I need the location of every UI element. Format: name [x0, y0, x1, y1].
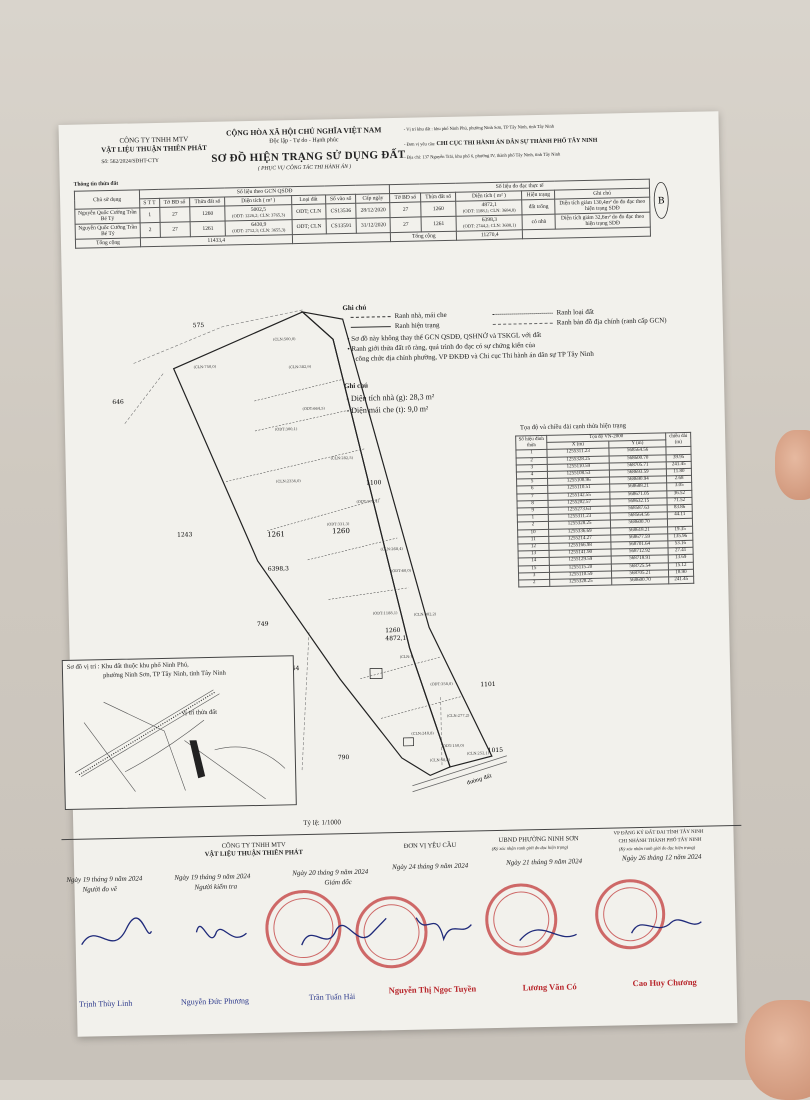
house-outline [369, 667, 383, 679]
document-sheet: CÔNG TY TNHH MTV VẬT LIỆU THUẬN THIÊN PH… [58, 111, 742, 1037]
svg-text:(ODT:664,5): (ODT:664,5) [302, 406, 325, 410]
national-motto: Độc lập - Tự do - Hạnh phúc [269, 137, 339, 145]
vp-title1: VP ĐĂNG KÝ ĐẤT ĐAI TỈNH TÂY NINH [613, 829, 704, 837]
svg-text:(CLN:750,0): (CLN:750,0) [194, 365, 217, 369]
name-director: Trần Tuấn Hải [308, 991, 356, 1002]
svg-text:(CLN:248,8): (CLN:248,8) [411, 731, 434, 735]
date-ubnd: Ngày 21 tháng 9 năm 2024 [505, 857, 583, 867]
neighbor-1243: 1243 [177, 531, 193, 538]
svg-text:(CLN:58,8): (CLN:58,8) [430, 758, 451, 762]
document-number: Số: 562/2024/SĐHT-CTY [101, 157, 160, 166]
coordinate-table: Số hiệu đỉnh thửa Tọa độ VN-2000 chiều d… [515, 432, 694, 588]
neighbor-790: 790 [338, 754, 350, 761]
neighbor-1015: 1015 [488, 747, 504, 754]
svg-text:(ODT:1188,1): (ODT:1188,1) [373, 611, 398, 616]
signature-company-line2: VẬT LIỆU THUẬN THIÊN PHÁT [204, 849, 304, 859]
signature-1-icon [81, 917, 153, 946]
svg-text:(ODT:331,3): (ODT:331,3) [327, 522, 350, 526]
neighbor-1100: 1100 [366, 479, 382, 486]
legend-landtype: Ranh loại đất [556, 307, 594, 317]
requester-name: CHI CỤC THI HÀNH ÁN DÂN SỰ THÀNH PHỐ TÂY… [436, 137, 598, 148]
parcel-1260-area-value: 4872,1 [385, 635, 406, 642]
svg-text:(ODT:358,0): (ODT:358,0) [430, 682, 453, 686]
road-line [412, 755, 507, 787]
company-name-line2: VẬT LIỆU THUẬN THIÊN PHÁT [101, 143, 208, 155]
col-length: chiều dài (m) [665, 432, 691, 448]
location-marker-label: vị trí thửa đất [181, 708, 218, 717]
parcel-1260-number: 1260 [332, 527, 350, 535]
role-surveyor: Người đo vẽ [82, 884, 118, 894]
signature-5-icon [519, 929, 577, 941]
handwritten-signatures [81, 917, 702, 946]
requester-label: - Đơn vị yêu cầu: [403, 141, 436, 147]
vp-title2: CHI NHÁNH THÀNH PHỐ TÂY NINH [618, 837, 702, 845]
hand-right-top [775, 430, 810, 500]
requester-line: - Đơn vị yêu cầu: CHI CỤC THI HÀNH ÁN DÂ… [404, 138, 597, 148]
parcel-info-table: Chủ sử dụng Số liệu theo GCN QSDĐ Số liệ… [74, 179, 651, 249]
coord-table-title: Tọa độ và chiều dài cạnh thửa hiện trạng [519, 422, 627, 432]
page-subtitle: ( PHỤC VỤ CÔNG TÁC THI HÀNH ÁN ) [257, 163, 352, 172]
page-title: SƠ ĐỒ HIỆN TRẠNG SỬ DỤNG ĐẤT [211, 148, 406, 165]
svg-text:(CLN:268,4): (CLN:268,4) [380, 547, 403, 551]
location-sketch-desc: phường Ninh Sơn, TP Tây Ninh, tỉnh Tây N… [102, 669, 226, 680]
ubnd-title: UBND PHƯỜNG NINH SƠN [498, 835, 579, 844]
signature-2-icon [195, 925, 247, 939]
svg-text:(ODT:300,1): (ODT:300,1) [275, 427, 298, 431]
svg-text:(CLN:252,1): (CLN:252,1) [467, 751, 490, 755]
svg-text:(CLN:2334,0): (CLN:2334,0) [276, 479, 301, 484]
road-label: đường đất [466, 772, 493, 786]
name-surveyor: Trịnh Thùy Linh [78, 998, 133, 1009]
requester-address: - Địa chỉ: 137 Nguyễn Trãi, khu phố 6, p… [404, 151, 561, 160]
name-ubnd: Lương Văn Có [522, 981, 577, 993]
svg-text:(ODT:972,4): (ODT:972,4) [356, 499, 379, 503]
parcel-1261-number: 1261 [267, 530, 285, 538]
svg-text:(ODT:60,0): (ODT:60,0) [391, 569, 412, 573]
signature-4-icon [415, 917, 472, 942]
col-stt: S T T [139, 198, 160, 208]
cadastral-map: đường đất 1261 6398,3 1260 1260 4872,1 5… [112, 309, 508, 793]
role-checker: Người kiểm tra [194, 882, 238, 892]
date-surveyor: Ngày 19 tháng 9 năm 2024 [66, 874, 143, 885]
svg-text:(CLN:282,5): (CLN:282,5) [331, 456, 354, 460]
north-arrow-icon: B [652, 180, 671, 220]
signature-3-icon [301, 917, 387, 946]
parcel-1260-boundary [300, 310, 493, 768]
land-location: - Vị trí khu đất : khu phố Ninh Phú, phư… [403, 123, 555, 132]
svg-text:(CLN:982,2): (CLN:982,2) [414, 612, 437, 616]
parcel-info-label: Thông tin thửa đất [73, 180, 119, 188]
svg-text:B: B [658, 196, 665, 206]
legend-cadastral: Ranh bản đồ địa chính (ranh cấp GCN) [556, 316, 667, 327]
vp-subtitle: (Ký xác nhận ranh giới đo đạc hiện trạng… [618, 844, 696, 852]
neighbor-575: 575 [193, 322, 205, 329]
svg-text:(CLN:382,9): (CLN:382,9) [289, 365, 312, 369]
role-director: Giám đốc [324, 878, 352, 887]
col-owner: Chủ sử dụng [74, 189, 140, 210]
parcel-location-marker [189, 740, 206, 779]
signature-6-icon [630, 919, 702, 934]
svg-text:(CLN:500,0): (CLN:500,0) [273, 337, 296, 341]
location-sketch: Sơ đồ vị trí : Khu đất thuộc khu phố Nin… [61, 655, 297, 811]
date-checker: Ngày 19 tháng 9 năm 2024 [174, 872, 251, 882]
parcel-1261-area: 6398,3 [268, 565, 289, 572]
name-checker: Nguyễn Đức Phương [180, 996, 250, 1007]
date-director: Ngày 20 tháng 9 năm 2024 [292, 867, 369, 878]
svg-text:(CLN:): (CLN:) [400, 655, 413, 659]
name-requester: Nguyễn Thị Ngọc Tuyền [388, 983, 477, 996]
map-scale: Tỷ lệ: 1/1000 [303, 818, 341, 828]
neighbor-749: 749 [257, 621, 269, 628]
requester-section-title: ĐƠN VỊ YÊU CẦU [403, 841, 457, 850]
name-vp: Cao Huy Chương [632, 976, 697, 989]
neighbor-646: 646 [112, 399, 124, 406]
date-requester: Ngày 24 tháng 9 năm 2024 [392, 861, 469, 872]
hand-right-bottom [745, 1000, 810, 1100]
ubnd-subtitle: (Ký xác nhận ranh giới đo đạc hiện trạng… [491, 844, 569, 852]
landtype-labels: (CLN:500,0) (CLN:750,0) (CLN:382,9) (ODT… [194, 337, 490, 762]
date-vp: Ngày 26 tháng 12 năm 2024 [621, 852, 702, 863]
parcel-1260-area: 1260 [385, 627, 401, 634]
roof-outline [403, 737, 414, 747]
national-title: CỘNG HÒA XÃ HỘI CHỦ NGHĨA VIỆT NAM [225, 125, 382, 138]
svg-text:(ODT:150,0): (ODT:150,0) [442, 744, 465, 748]
neighbor-1101: 1101 [480, 681, 495, 688]
svg-text:(CLN:277,2): (CLN:277,2) [447, 714, 470, 718]
